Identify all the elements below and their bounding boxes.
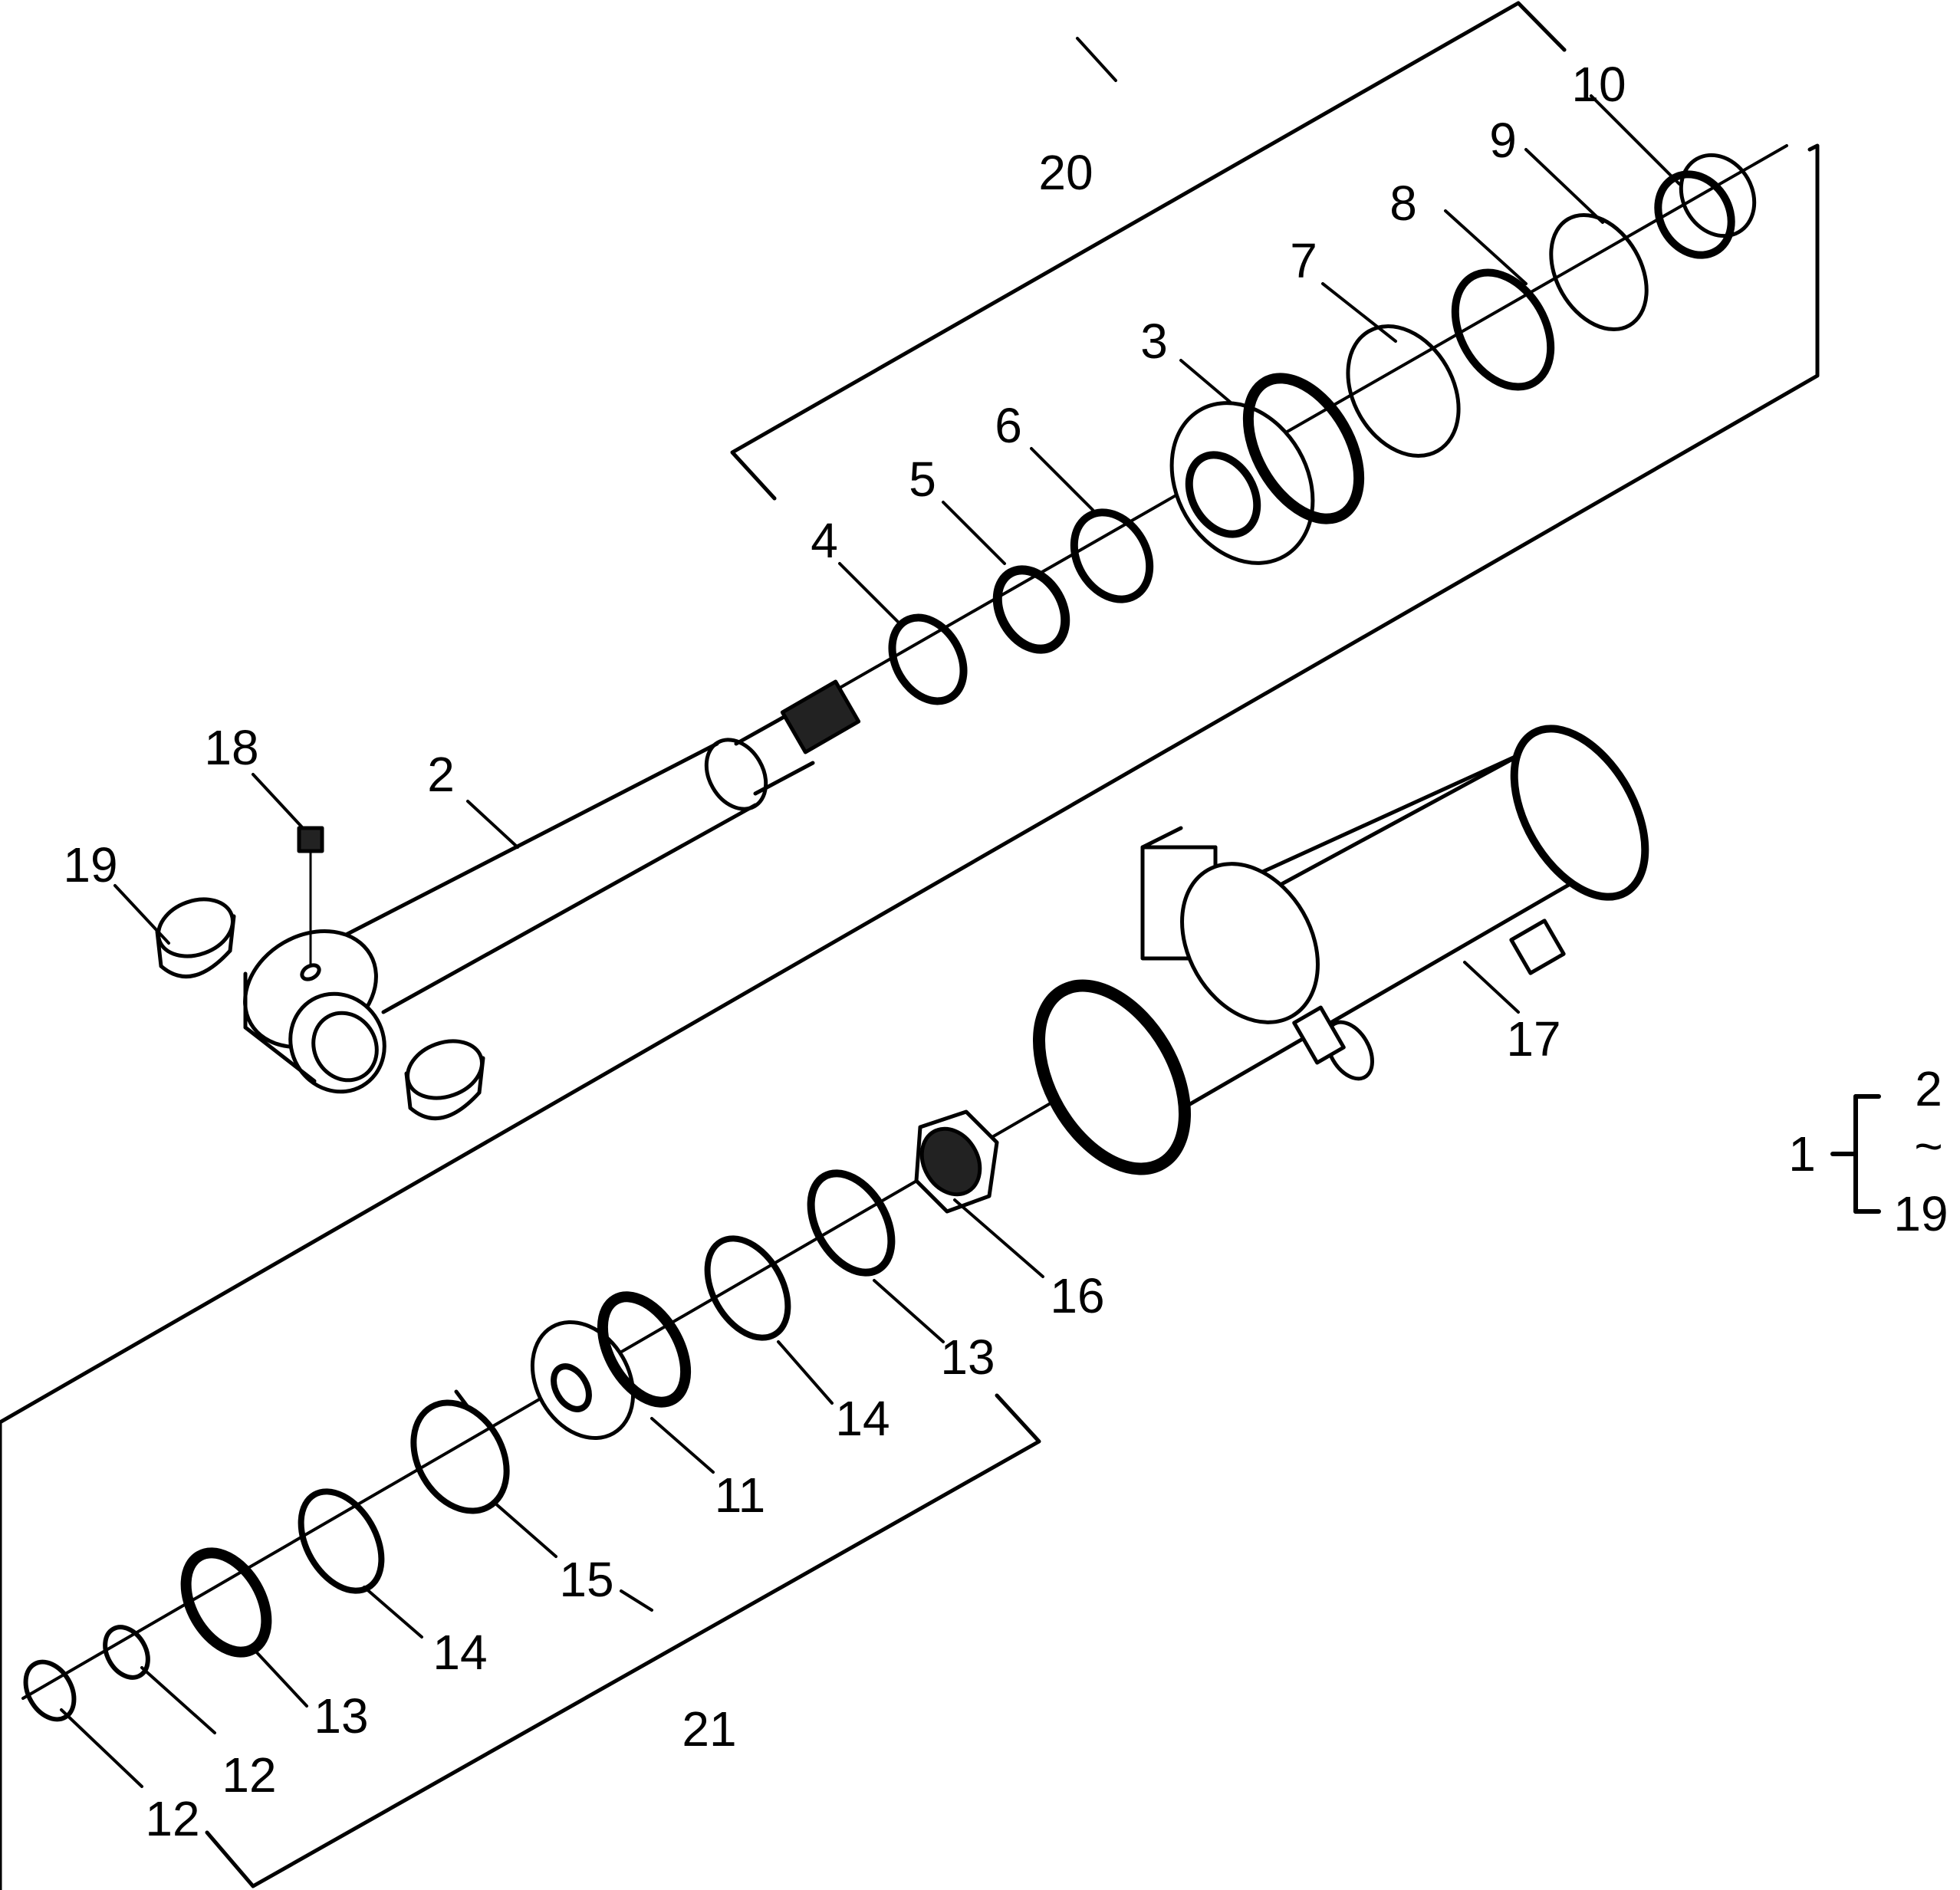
cylinder-tube-17 bbox=[1033, 725, 1649, 1175]
ring-8 bbox=[1451, 268, 1555, 391]
ring-12-right bbox=[103, 1625, 150, 1680]
label-3: 3 bbox=[1140, 314, 1168, 369]
ring-15 bbox=[410, 1389, 510, 1514]
kit-20-bracket bbox=[0, 1, 1820, 1425]
label-14-lower: 14 bbox=[432, 1625, 488, 1680]
label-13-lower: 13 bbox=[314, 1688, 369, 1744]
ring-7 bbox=[1346, 324, 1461, 458]
bushing-19-right bbox=[404, 1039, 485, 1121]
assembly-range-end: 19 bbox=[1893, 1186, 1948, 1241]
assembly-range-start: 2 bbox=[1915, 1061, 1942, 1116]
label-15: 15 bbox=[559, 1552, 614, 1607]
piston-rod-2 bbox=[243, 679, 861, 1094]
label-21: 21 bbox=[682, 1701, 737, 1757]
label-13-upper: 13 bbox=[940, 1330, 995, 1385]
label-9: 9 bbox=[1489, 113, 1517, 168]
ring-4 bbox=[888, 613, 968, 705]
ring-9 bbox=[1549, 212, 1649, 332]
label-16: 16 bbox=[1050, 1268, 1105, 1323]
assembly-range-separator: ~ bbox=[1914, 1119, 1943, 1174]
grease-fitting-18 bbox=[297, 826, 324, 968]
rod-axis-line bbox=[834, 144, 1788, 692]
bushing-19-left bbox=[155, 897, 236, 979]
label-12-lower: 12 bbox=[145, 1791, 200, 1846]
nut-16 bbox=[914, 1109, 999, 1214]
label-4: 4 bbox=[811, 513, 838, 568]
ring-12-left bbox=[23, 1659, 77, 1722]
kit-21-bracket-lower bbox=[205, 1393, 1041, 1888]
ring-5 bbox=[992, 565, 1070, 654]
label-8: 8 bbox=[1389, 176, 1417, 231]
piston-11 bbox=[530, 1291, 692, 1440]
ring-13-right bbox=[807, 1169, 896, 1277]
assembly-number: 1 bbox=[1788, 1126, 1816, 1182]
assembly-note-bracket bbox=[1830, 1094, 1881, 1214]
ring-6 bbox=[1070, 508, 1154, 603]
ring-14-right bbox=[704, 1235, 791, 1341]
label-5: 5 bbox=[909, 452, 936, 507]
label-12-upper: 12 bbox=[222, 1747, 277, 1803]
label-14-upper: 14 bbox=[835, 1391, 890, 1446]
ring-14-left bbox=[298, 1488, 385, 1594]
label-18: 18 bbox=[204, 720, 259, 775]
label-17: 17 bbox=[1506, 1011, 1561, 1067]
bushing-10 bbox=[1654, 153, 1757, 259]
label-6: 6 bbox=[995, 398, 1022, 453]
label-19: 19 bbox=[63, 837, 118, 892]
label-10: 10 bbox=[1571, 57, 1626, 112]
label-20: 20 bbox=[1038, 145, 1093, 200]
label-2: 2 bbox=[427, 747, 455, 802]
leader-lines bbox=[60, 37, 1681, 1788]
label-11: 11 bbox=[714, 1468, 766, 1523]
gland-3 bbox=[1169, 373, 1365, 565]
label-7: 7 bbox=[1290, 233, 1317, 288]
